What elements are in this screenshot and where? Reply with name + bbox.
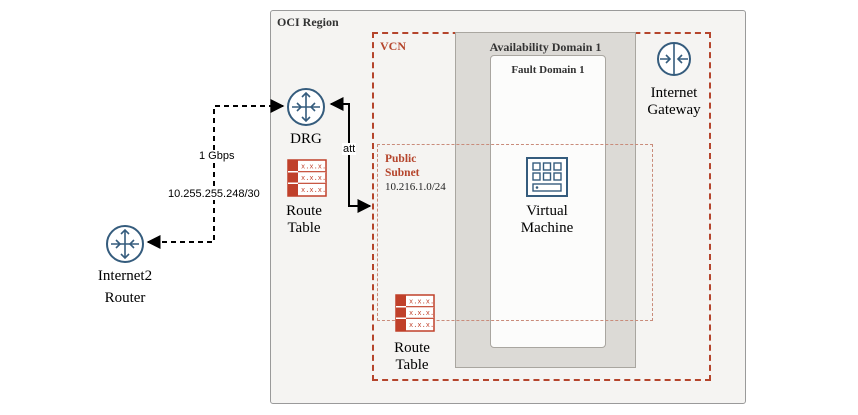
fault-domain-label: Fault Domain 1 — [511, 64, 585, 76]
internet2-router-label: Internet2 Router — [80, 265, 170, 309]
public-subnet-label-line1: Public — [385, 153, 417, 165]
internet-gateway-line2: Gateway — [647, 102, 701, 118]
vcn-label: VCN — [380, 39, 406, 53]
route-table-cell: x.x.x. — [301, 164, 326, 172]
drg-to-router-link — [146, 99, 285, 249]
route-table-icon: x.x.x. x.x.x. x.x.x. — [395, 294, 435, 332]
availability-domain-label: Availability Domain 1 — [489, 40, 602, 54]
public-subnet-box — [377, 144, 653, 321]
route-table-icon: x.x.x. x.x.x. x.x.x. — [287, 159, 327, 197]
attachment-label: att — [342, 143, 357, 155]
internet2-router-line2: Router — [104, 290, 146, 306]
public-subnet-label: Public Subnet — [385, 152, 420, 180]
internet-gateway-label: Internet Gateway — [634, 85, 714, 119]
subnet-route-table-line1: Route — [394, 340, 430, 356]
internet-gateway-icon — [657, 42, 691, 76]
subnet-route-table-label: Route Table — [382, 340, 442, 374]
route-table-cell: x.x.x. — [301, 175, 326, 183]
fault-domain-box — [490, 55, 606, 348]
route-table-cell: x.x.x. — [409, 310, 434, 318]
drg-route-table-line2: Table — [287, 220, 321, 236]
router-icon — [287, 88, 325, 126]
virtual-machine-line2: Machine — [520, 220, 574, 236]
drg-subnet-attachment — [329, 97, 372, 213]
subnet-route-table-line2: Table — [395, 357, 429, 373]
link-bandwidth-label: 1 Gbps — [197, 150, 237, 162]
oci-region-label: OCI Region — [277, 15, 339, 29]
router-icon — [106, 225, 144, 263]
internet-gateway-line1: Internet — [650, 85, 698, 101]
public-subnet-label-line2: Subnet — [385, 167, 420, 179]
link-address-label: 10.255.255.248/30 — [166, 188, 262, 200]
public-subnet-cidr: 10.216.1.0/24 — [385, 181, 446, 193]
drg-label: DRG — [290, 131, 322, 147]
route-table-cell: x.x.x. — [301, 187, 326, 195]
virtual-machine-icon — [526, 157, 568, 197]
route-table-cell: x.x.x. — [409, 322, 434, 330]
route-table-cell: x.x.x. — [409, 299, 434, 307]
virtual-machine-line1: Virtual — [526, 203, 568, 219]
drg-route-table-line1: Route — [286, 203, 322, 219]
drg-route-table-label: Route Table — [274, 203, 334, 237]
virtual-machine-label: Virtual Machine — [497, 203, 597, 237]
internet2-router-line1: Internet2 — [97, 268, 153, 284]
